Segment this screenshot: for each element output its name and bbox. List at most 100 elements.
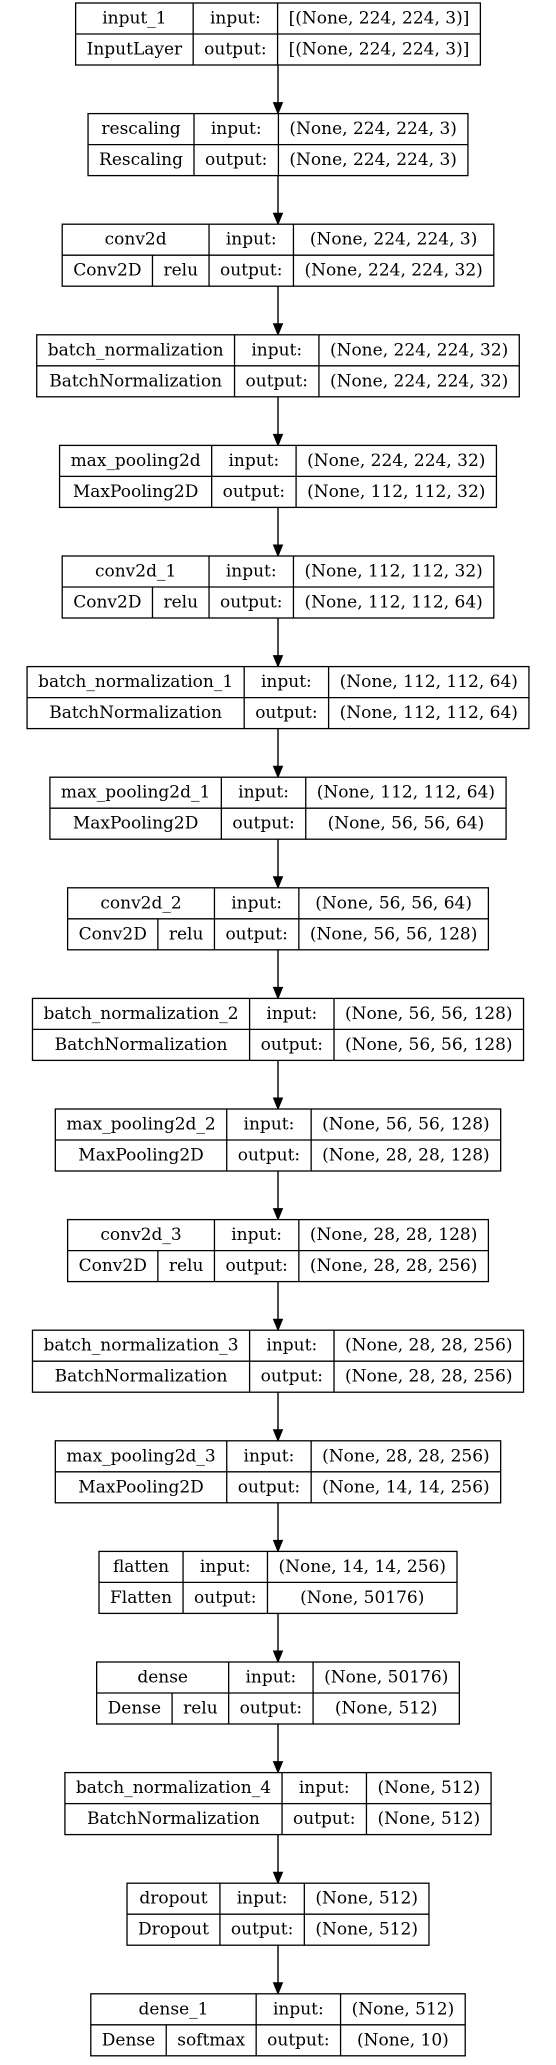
output-shape: (None, 56, 56, 64) [328, 814, 485, 834]
layer-name: conv2d_3 [100, 1225, 181, 1245]
output-label: output: [238, 1477, 300, 1497]
output-label: output: [293, 1809, 355, 1829]
arrowhead-icon [272, 1208, 284, 1221]
layer-type: Dense [102, 2030, 155, 2050]
layer-type: Conv2D [73, 261, 141, 281]
layer-type: BatchNormalization [49, 703, 222, 723]
layer-activation: relu [163, 593, 198, 613]
edge-arrow [272, 1171, 284, 1221]
layer-name: dropout [139, 1889, 207, 1909]
input-shape: (None, 50176) [324, 1668, 448, 1688]
input-label: input: [244, 1446, 295, 1466]
input-shape: (None, 512) [377, 1778, 480, 1798]
output-label: output: [231, 1920, 293, 1940]
input-label: input: [231, 893, 282, 913]
layer-type: Rescaling [99, 150, 183, 170]
output-shape: (None, 14, 14, 256) [322, 1477, 490, 1497]
arrowhead-icon [272, 1761, 284, 1774]
arrowhead-icon [272, 1982, 284, 1996]
layer-type: Conv2D [79, 1256, 147, 1276]
input-shape: (None, 112, 112, 64) [340, 672, 518, 692]
output-label: output: [205, 150, 267, 170]
output-shape: (None, 50176) [300, 1588, 424, 1608]
edge-arrow [272, 618, 284, 668]
layer-name: max_pooling2d_2 [66, 1115, 215, 1135]
layer-name: batch_normalization [48, 340, 224, 360]
layer-name: conv2d_1 [95, 562, 176, 582]
output-shape: (None, 28, 28, 256) [345, 1367, 513, 1387]
edge-arrow [272, 1834, 284, 1885]
edge-arrow [272, 1060, 284, 1111]
edges-group [272, 65, 284, 1996]
output-shape: (None, 224, 224, 3) [289, 150, 457, 170]
edge-arrow [272, 1724, 284, 1774]
layer-node-max_pooling2d_3: max_pooling2d_3MaxPooling2Dinput:output:… [54, 1440, 502, 1504]
edge-arrow [272, 1502, 284, 1553]
arrowhead-icon [272, 1871, 284, 1885]
layer-name: max_pooling2d [71, 451, 201, 471]
layer-activation: relu [169, 1256, 204, 1276]
input-shape: (None, 112, 112, 64) [317, 783, 495, 803]
input-label: input: [273, 1999, 324, 2019]
input-label: input: [231, 1225, 282, 1245]
input-label: input: [226, 562, 277, 582]
layer-name: dense_1 [138, 1999, 208, 2019]
input-label: input: [244, 1115, 295, 1135]
arrowhead-icon [272, 1097, 284, 1111]
input-shape: [(None, 224, 224, 3)] [289, 9, 470, 29]
layer-type: Conv2D [79, 924, 147, 944]
input-shape: (None, 224, 224, 32) [307, 451, 485, 471]
input-label: input: [200, 1557, 251, 1577]
layer-node-batch_normalization_1: batch_normalization_1BatchNormalizationi… [26, 665, 530, 730]
layer-name: conv2d_2 [100, 893, 181, 913]
layer-type: BatchNormalization [55, 1367, 228, 1387]
input-label: input: [251, 340, 302, 360]
input-shape: (None, 224, 224, 32) [330, 340, 508, 360]
layer-type: BatchNormalization [55, 1035, 228, 1055]
output-shape: (None, 56, 56, 128) [345, 1035, 513, 1055]
input-shape: (None, 28, 28, 256) [322, 1446, 490, 1466]
input-shape: (None, 512) [352, 1999, 455, 2019]
layer-type: MaxPooling2D [78, 1146, 204, 1166]
layer-type: BatchNormalization [87, 1809, 260, 1829]
edge-arrow [272, 396, 284, 447]
output-label: output: [238, 1146, 300, 1166]
output-label: output: [194, 1588, 256, 1608]
layer-type: Flatten [110, 1588, 172, 1608]
input-label: input: [266, 1336, 317, 1356]
arrowhead-icon [272, 102, 284, 115]
input-label: input: [266, 1004, 317, 1024]
layer-name: rescaling [101, 119, 180, 139]
layer-name: conv2d [105, 230, 167, 250]
arrowhead-icon [272, 1429, 284, 1443]
layer-node-batch_normalization_2: batch_normalization_2BatchNormalizationi… [31, 997, 525, 1062]
output-shape: [(None, 224, 224, 3)] [289, 40, 470, 60]
output-label: output: [255, 703, 317, 723]
edge-arrow [272, 1945, 284, 1996]
output-label: output: [267, 2030, 329, 2050]
input-label: input: [238, 783, 289, 803]
layer-type: BatchNormalization [49, 371, 222, 391]
layer-type: MaxPooling2D [73, 482, 199, 502]
layer-name: max_pooling2d_1 [61, 783, 210, 803]
arrowhead-icon [272, 1539, 284, 1553]
arrowhead-icon [272, 1318, 284, 1332]
layer-activation: relu [183, 1699, 218, 1719]
input-label: input: [245, 1668, 296, 1688]
output-shape: (None, 112, 112, 32) [307, 482, 485, 502]
output-label: output: [223, 482, 285, 502]
output-label: output: [232, 814, 294, 834]
input-label: input: [228, 451, 279, 471]
arrowhead-icon [272, 1650, 284, 1664]
output-shape: (None, 28, 28, 128) [322, 1146, 490, 1166]
edge-arrow [272, 175, 284, 226]
output-shape: (None, 10) [357, 2030, 449, 2050]
